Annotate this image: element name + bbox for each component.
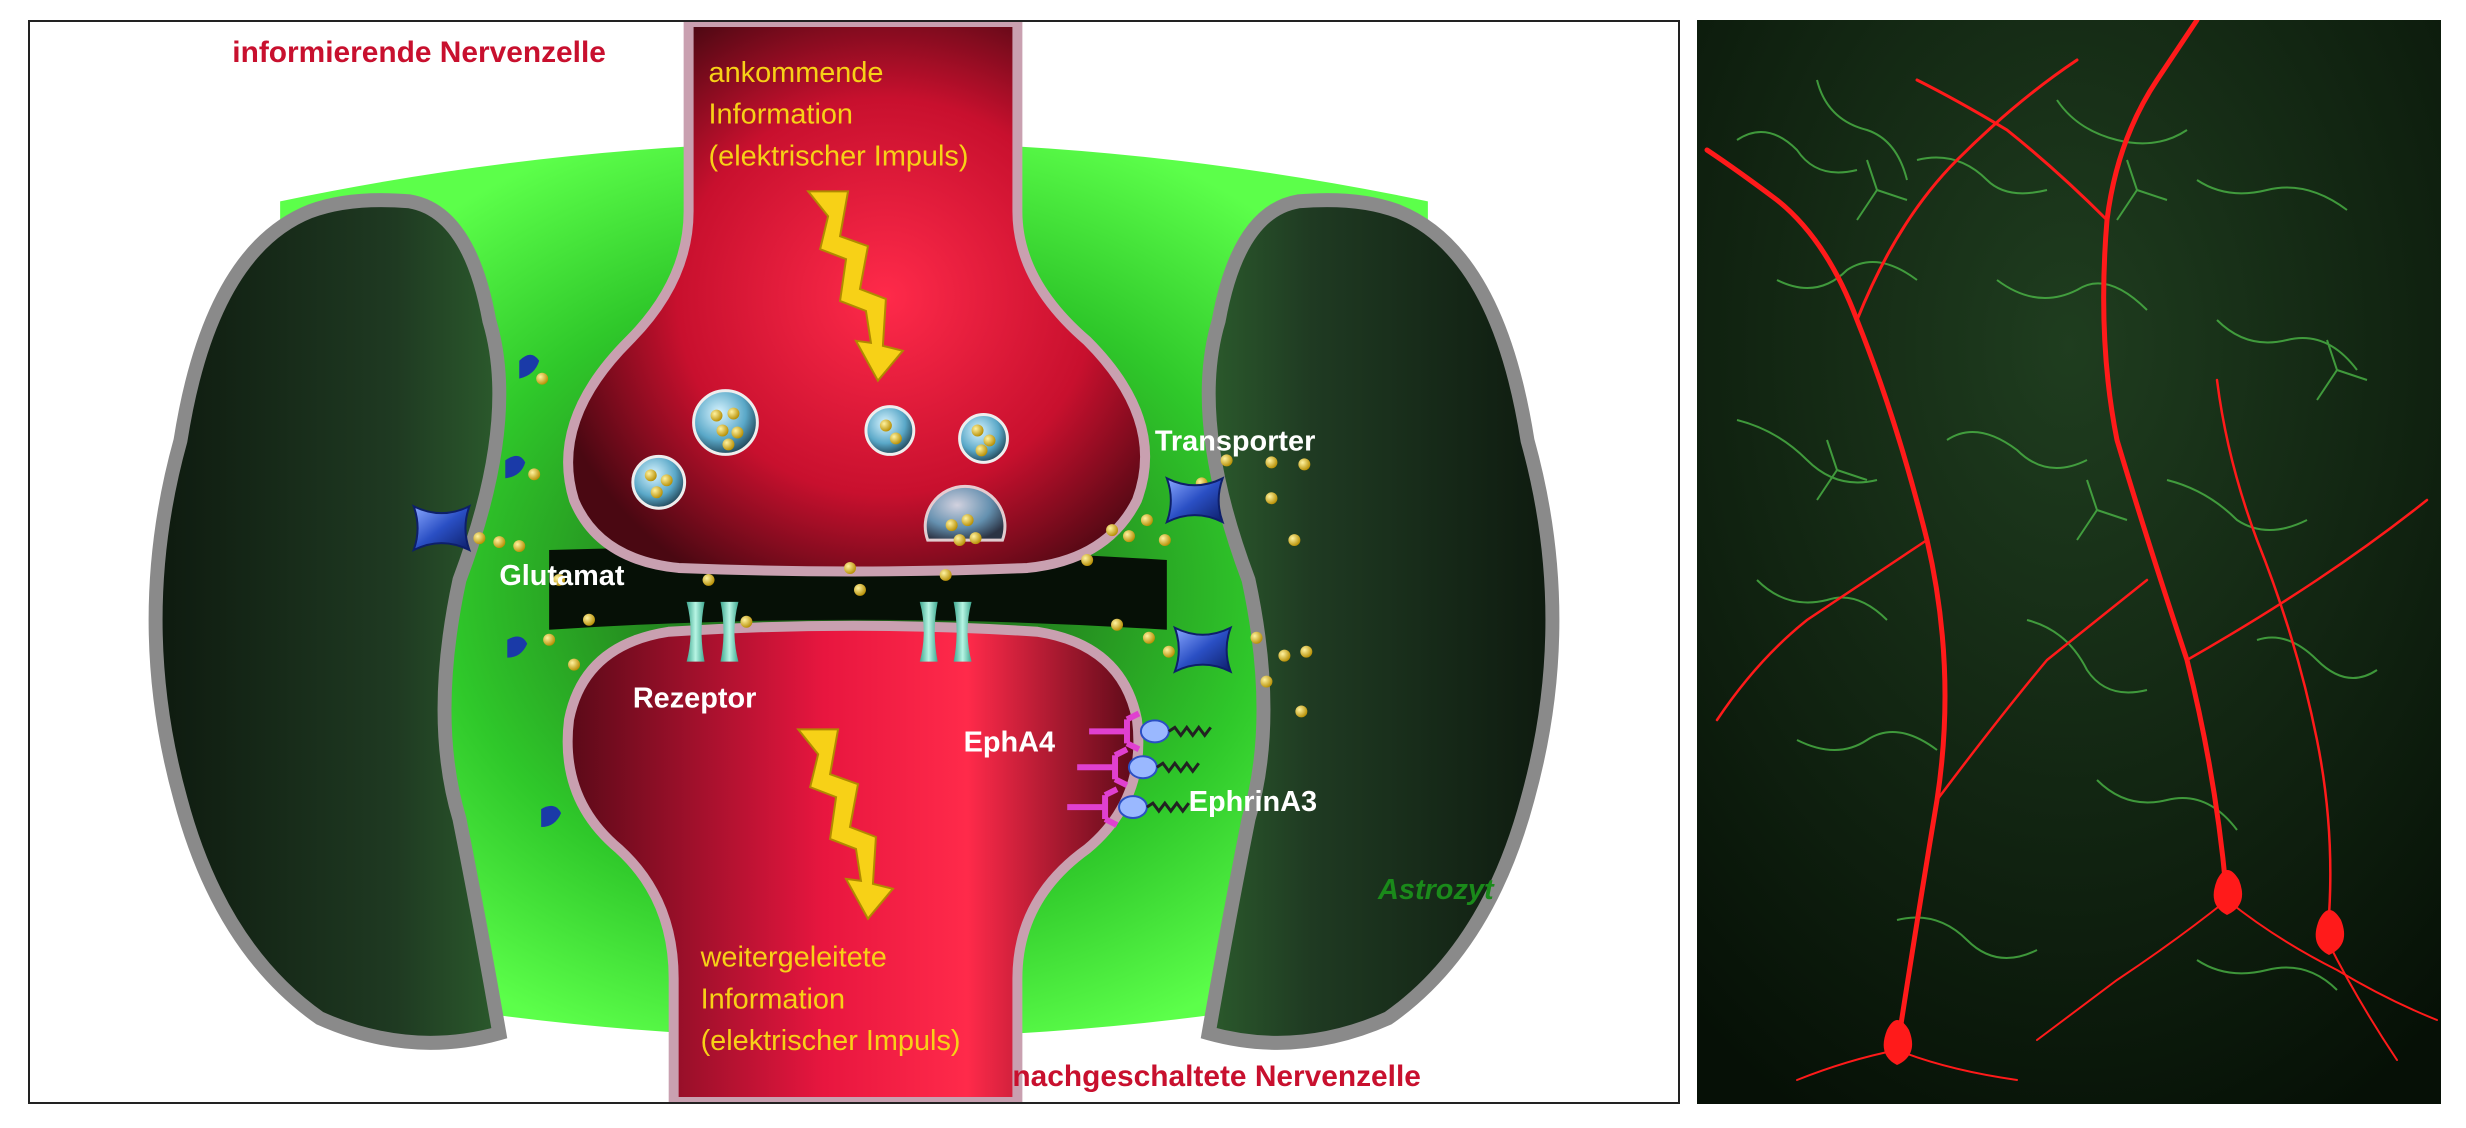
astrocyte-processes: [1736, 79, 2378, 991]
transporter-right-bottom-icon: [1173, 625, 1233, 674]
astrocyte-left-lobe: [148, 193, 508, 1050]
astrocyte-transporter-icons: [505, 354, 562, 828]
incoming-impulse-icon: [806, 190, 905, 383]
transporter-label: Transporter: [1155, 425, 1315, 457]
synapse-diagram: informierende Nervenzelle nachgeschaltet…: [28, 20, 1680, 1104]
transporter-left-icon: [411, 504, 472, 553]
incoming-line3: (elektrischer Impuls): [709, 140, 969, 172]
epha4-label: EphA4: [964, 726, 1055, 758]
glutamat-label: Glutamat: [499, 560, 625, 592]
receptor-left-icon: [686, 601, 739, 662]
outgoing-line2: Information: [701, 983, 845, 1015]
astrozyt-label: Astrozyt: [1377, 874, 1495, 906]
astrocyte-right-lobe: [1200, 193, 1560, 1050]
synapse-svg: informierende Nervenzelle nachgeschaltet…: [148, 22, 1560, 1102]
glutamate-molecules: [473, 372, 1313, 718]
postsynaptic-label: nachgeschaltete Nervenzelle: [1012, 1060, 1420, 1093]
neuron-dendrites: [1704, 20, 2438, 1081]
fluorescence-micrograph: [1697, 20, 2441, 1104]
ephrina3-label: EphrinA3: [1189, 786, 1317, 818]
receptor-right-icon: [919, 601, 972, 662]
neuron-cell-bodies: [1883, 870, 2345, 1065]
rezeptor-label: Rezeptor: [633, 682, 757, 714]
presynaptic-label: informierende Nervenzelle: [232, 36, 606, 69]
postsynaptic-neuron: [562, 620, 1144, 1102]
ephrina3-ligands-icon: [1118, 719, 1212, 820]
outgoing-impulse-icon: [796, 728, 895, 921]
outgoing-line3: (elektrischer Impuls): [701, 1025, 961, 1057]
incoming-line2: Information: [709, 99, 853, 131]
incoming-line1: ankommende: [709, 57, 884, 89]
vesicles: [631, 389, 1009, 542]
outgoing-line1: weitergeleitete: [700, 942, 887, 974]
micrograph-svg: [1697, 20, 2441, 1104]
transporter-right-top-icon: [1165, 476, 1225, 525]
epha4-receptors-icon: [1067, 710, 1141, 828]
